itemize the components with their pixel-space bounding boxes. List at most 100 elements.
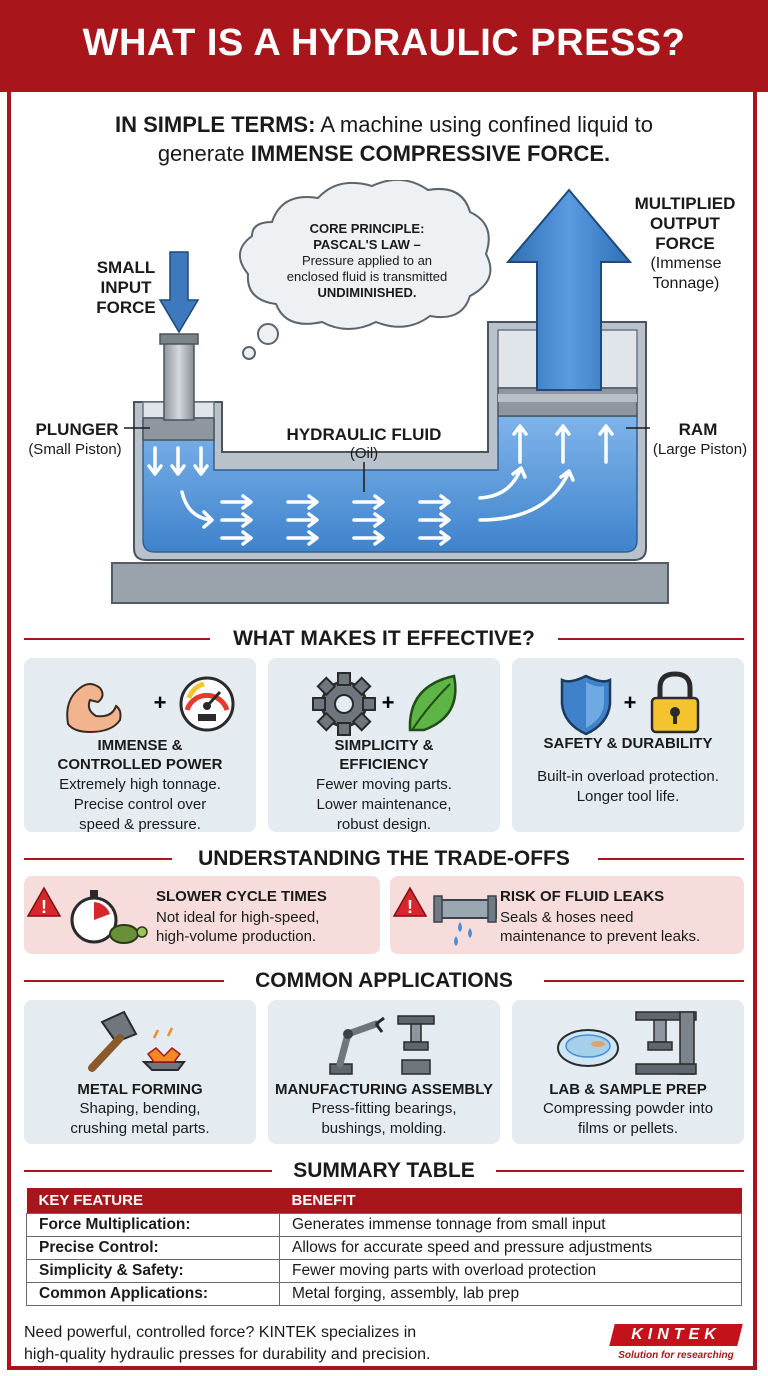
table-cell: Generates immense tonnage from small inp…: [279, 1213, 742, 1237]
card-simplicity: + SIMPLICITY &EFFICIENCY Fewer moving pa…: [268, 658, 500, 833]
summary-rule-left: [24, 1170, 272, 1172]
apps-rule-left: [24, 980, 224, 982]
pascal-cloud: [239, 180, 492, 360]
output-force-arrow: [505, 188, 633, 391]
plus-sign-1: +: [154, 690, 167, 715]
flow-arrows: [147, 424, 614, 546]
stopwatch-turtle-icon: [70, 890, 148, 944]
hammer-anvil-icon: [88, 1010, 186, 1072]
warning-icon: [392, 886, 428, 917]
fluid-label: HYDRAULIC FLUID: [286, 425, 442, 444]
app-metal-heading: METAL FORMING: [77, 1081, 203, 1098]
effective-title: WHAT MAKES IT EFFECTIVE?: [233, 627, 535, 650]
table-row: Force Multiplication: Generates immense …: [26, 1213, 742, 1237]
tradeoff-leaks: ! RISK OF FLUID LEAKS Seals & hoses need…: [390, 876, 744, 954]
robot-arm-press-icon: [329, 1015, 435, 1075]
tradeoff-slow: ! SLOWER CYCLE TIMES Not ideal for high-…: [24, 876, 380, 954]
intro-text: IN SIMPLE TERMS: A machine using confine…: [0, 110, 768, 168]
plus-sign-3: +: [624, 690, 637, 715]
summary-title: SUMMARY TABLE: [293, 1159, 475, 1182]
header-banner: WHAT IS A HYDRAULIC PRESS?: [0, 0, 768, 92]
effective-rule-left: [24, 638, 210, 640]
pascal-text: CORE PRINCIPLE: PASCAL'S LAW – Pressure …: [286, 221, 448, 300]
card-power-text: Extremely high tonnage.Precise control o…: [59, 776, 221, 833]
ram-sub: (Large Piston): [652, 441, 748, 458]
app-metal-text: Shaping, bending,crushing metal parts.: [70, 1100, 210, 1137]
tradeoff-slow-text: Not ideal for high-speed,high-volume pro…: [156, 909, 320, 945]
plunger-sub: (Small Piston): [28, 441, 122, 458]
effective-rule-right: [558, 638, 744, 640]
plunger-piston: [142, 417, 215, 441]
tradeoffs-title: UNDERSTANDING THE TRADE-OFFS: [198, 847, 570, 870]
app-lab-heading: LAB & SAMPLE PREP: [549, 1081, 707, 1098]
card-power: + IMMENSE &CONTROLLED POWER Extremely hi…: [24, 658, 256, 833]
app-assembly: MANUFACTURING ASSEMBLY Press-fitting bea…: [268, 1000, 500, 1144]
fluid-sub: (Oil): [349, 445, 379, 462]
flexed-arm-icon: [66, 683, 122, 734]
gear-icon: [312, 672, 376, 736]
card-power-heading: IMMENSE &CONTROLLED POWER: [57, 737, 223, 773]
table-row: Common Applications: Metal forging, asse…: [26, 1282, 742, 1306]
table-cell: Precise Control:: [26, 1236, 280, 1260]
table-cell: Simplicity & Safety:: [26, 1259, 280, 1283]
intro-text-b: generate: [157, 141, 251, 166]
intro-emphasis: IMMENSE COMPRESSIVE FORCE.: [250, 141, 611, 166]
input-force-arrow: [158, 251, 200, 334]
footer-text: Need powerful, controlled force? KINTEK …: [24, 1324, 431, 1363]
card-safety-heading: SAFETY & DURABILITY: [543, 735, 713, 752]
hydraulic-press-diagram: [111, 180, 669, 604]
kintek-logo[interactable]: KINTEK Solution for researching: [609, 1324, 743, 1361]
summary-col-benefit: BENEFIT: [279, 1188, 742, 1214]
leaking-pipe-icon: [433, 895, 497, 946]
intro-lead: IN SIMPLE TERMS:: [114, 112, 316, 137]
app-metal: METAL FORMING Shaping, bending,crushing …: [24, 1000, 256, 1144]
summary-col-feature: KEY FEATURE: [26, 1188, 280, 1214]
card-simplicity-text: Fewer moving parts.Lower maintenance,rob…: [316, 776, 452, 833]
shield-icon: [560, 674, 612, 736]
warning-glyph-1: !: [41, 897, 47, 917]
apps-title: COMMON APPLICATIONS: [255, 969, 513, 992]
leaf-icon: [408, 674, 457, 732]
apps-rule-right: [544, 980, 744, 982]
table-cell: Allows for accurate speed and pressure a…: [279, 1236, 742, 1260]
app-assembly-heading: MANUFACTURING ASSEMBLY: [274, 1081, 494, 1098]
intro-text-a: A machine using confined liquid to: [315, 112, 653, 137]
app-lab: LAB & SAMPLE PREP Compressing powder int…: [512, 1000, 744, 1144]
table-cell: Force Multiplication:: [26, 1213, 280, 1237]
logo-name: KINTEK: [631, 1326, 721, 1343]
table-cell: Metal forging, assembly, lab prep: [279, 1282, 742, 1306]
warning-icon: [26, 886, 62, 917]
table-row: Precise Control: Allows for accurate spe…: [26, 1236, 742, 1260]
logo-tagline: Solution for researching: [618, 1350, 734, 1361]
table-row: Simplicity & Safety: Fewer moving parts …: [26, 1259, 742, 1283]
card-safety-text: Built-in overload protection.Longer tool…: [537, 768, 719, 805]
summary-rule-right: [496, 1170, 744, 1172]
tradeoffs-rule-left: [24, 858, 172, 860]
petri-dish-press-icon: [557, 1011, 697, 1075]
gauge-icon: [179, 676, 235, 732]
ram-label: RAM: [678, 420, 718, 439]
plunger-rod: [163, 339, 195, 421]
tradeoff-slow-heading: SLOWER CYCLE TIMES: [156, 888, 327, 905]
plunger-label: PLUNGER: [35, 420, 119, 439]
table-cell: Common Applications:: [26, 1282, 280, 1306]
padlock-icon: [650, 671, 700, 734]
summary-header-row: KEY FEATURE BENEFIT: [26, 1188, 742, 1214]
card-safety: + SAFETY & DURABILITY Built-in overload …: [512, 658, 744, 832]
plus-sign-2: +: [382, 690, 395, 715]
app-assembly-text: Press-fitting bearings,bushings, molding…: [311, 1100, 457, 1137]
base-plate: [111, 562, 669, 604]
page-title: WHAT IS A HYDRAULIC PRESS?: [82, 22, 686, 64]
card-simplicity-heading: SIMPLICITY &EFFICIENCY: [334, 737, 434, 773]
page-frame: [7, 92, 757, 1370]
tradeoffs-rule-right: [598, 858, 744, 860]
tradeoff-leaks-heading: RISK OF FLUID LEAKS: [500, 888, 665, 905]
table-cell: Fewer moving parts with overload protect…: [279, 1259, 742, 1283]
summary-table: KEY FEATURE BENEFIT Force Multiplication…: [26, 1188, 742, 1306]
warning-glyph-2: !: [407, 897, 413, 917]
